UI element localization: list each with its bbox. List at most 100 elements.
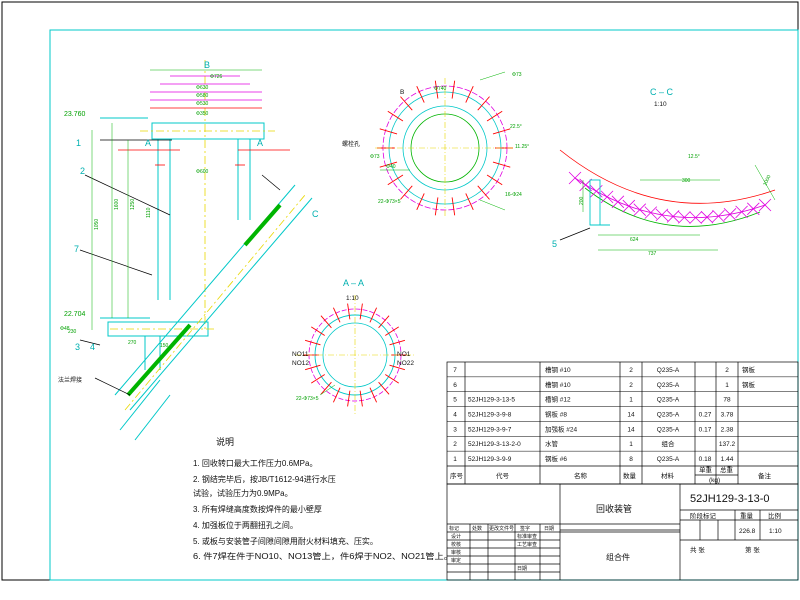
- note-3: 3. 所有焊缝高度数按焊件的最小壁厚: [193, 504, 322, 514]
- flange-bolt: [633, 203, 647, 216]
- bom-cell-no: 5: [453, 397, 457, 404]
- flange-bolt: [416, 85, 425, 103]
- note-5: 5. 或板与安装管子间隙间隙用耐火材料填充、压实。: [193, 536, 378, 546]
- bom-cell-no: 6: [453, 382, 457, 389]
- bom-h-name: 名称: [574, 471, 588, 480]
- bom-cell-qty: 8: [629, 456, 633, 463]
- flange-bolt: [347, 390, 351, 407]
- flange-bolt: [568, 171, 582, 185]
- bom-cell-qty: 14: [627, 426, 635, 433]
- bom-h-unit: 单重: [699, 465, 713, 474]
- flange-bolt: [359, 303, 363, 320]
- bom-cell-material: Q235-A: [657, 397, 680, 404]
- role-std: 标准审查: [517, 533, 537, 540]
- bom-cell-material: Q235-A: [657, 456, 680, 463]
- flange-bolt: [735, 205, 748, 219]
- flange-bolt: [359, 390, 363, 407]
- bom-cell-no: 7: [453, 367, 457, 374]
- bom-cell-unit: 0.27: [699, 412, 712, 419]
- note-4: 4. 加强板位于两翻扭孔之间。: [193, 520, 298, 530]
- label-scale: 比例: [768, 511, 781, 520]
- role-review: 审核: [451, 549, 461, 556]
- bom-cell-name: 槽钢 #12: [545, 395, 571, 404]
- flange-bolt: [689, 211, 702, 224]
- bom-cell-name: 水管: [545, 439, 559, 448]
- flange-bolt: [746, 202, 760, 216]
- bom-cell-code: 52JH129-3-9-9: [468, 456, 512, 463]
- bom-cell-name: 钢板 #8: [545, 410, 567, 419]
- note-6: 6. 件7焊在件于NO10、NO13管上，件6焊于NO2、NO21管上。: [193, 551, 453, 561]
- flange-bolt: [611, 195, 625, 209]
- flange-bolt: [369, 387, 378, 403]
- left-label-weld: 法兰焊接: [58, 376, 82, 384]
- bom-h-weight-unit: (kg): [709, 477, 720, 484]
- bom-cell-qty: 2: [629, 382, 633, 389]
- role-sign: 签字: [520, 525, 530, 532]
- flange-bolt: [332, 307, 341, 323]
- flange-bolt: [451, 80, 456, 99]
- bom-cell-name: 槽钢 #10: [545, 365, 571, 374]
- drawing-number: 52JH129-3-13-0: [690, 493, 770, 505]
- bom-cell-total: 2: [725, 367, 729, 374]
- bom-cell-no: 2: [453, 441, 457, 448]
- flange-bolt: [666, 210, 680, 223]
- callout-4: 4: [90, 342, 95, 352]
- bom-cell-total: 1: [725, 382, 729, 389]
- bom-cell-total: 78: [723, 397, 731, 404]
- bom-h-code: 代号: [496, 471, 510, 480]
- role-proc: 工艺审查: [517, 541, 537, 548]
- cc-dim-200: 200: [579, 196, 585, 205]
- dim-150: 150: [160, 343, 169, 349]
- role-count: 处数: [472, 525, 482, 532]
- dim-phi600: Φ600: [196, 169, 209, 175]
- b-label-16holes: 16-Φ24: [505, 192, 522, 198]
- section-mark-a-left: A: [145, 138, 151, 148]
- flange-bolt: [369, 307, 378, 323]
- callout-2: 2: [80, 166, 85, 176]
- flange-bolt: [622, 199, 636, 213]
- bom-cell-material: Q235-A: [657, 426, 680, 433]
- elevation-bottom: 22.704: [64, 311, 86, 318]
- bom-cell-no: 3: [453, 426, 457, 433]
- section-mark-b: B: [204, 60, 210, 70]
- aa-label-no12: NO12: [292, 360, 309, 367]
- flange-bolt: [465, 193, 474, 211]
- bom-cell-code: 52JH129-3-13-5: [468, 397, 515, 404]
- cc-dim-624: 624: [630, 237, 639, 243]
- bom-cell-no: 1: [453, 456, 457, 463]
- notes-title: 说明: [216, 436, 234, 447]
- inner-frame: [49, 29, 799, 581]
- flange-bolt: [492, 128, 511, 135]
- bom-cell-remark: 钢板: [742, 365, 756, 374]
- bom-cell-qty: 2: [629, 367, 633, 374]
- bom-cell-material: 组合: [662, 439, 676, 448]
- flange-bolt: [416, 193, 425, 211]
- note-2b: 试验，试验压力为0.9MPa。: [193, 488, 293, 498]
- flange-bolt: [332, 387, 341, 403]
- weight-value: 226.8: [739, 528, 756, 535]
- bom-h-total: 总重: [720, 465, 734, 474]
- flange-bolt: [387, 110, 404, 122]
- role-changeno: 更改文件号: [489, 525, 514, 532]
- flange-bolt: [400, 96, 413, 111]
- bom-cell-material: Q235-A: [657, 367, 680, 374]
- dim-1050: 1050: [94, 219, 100, 230]
- flange-bolt: [758, 198, 772, 212]
- flange-bolt: [723, 208, 737, 221]
- bom-cell-material: Q235-A: [657, 382, 680, 389]
- left-label-phi48: Φ48: [60, 326, 70, 332]
- bom-cell-remark: 钢板: [742, 380, 756, 389]
- flange-bolt: [379, 128, 398, 135]
- role-design: 设计: [451, 533, 461, 540]
- flange-bolt: [378, 315, 390, 329]
- bom-h-material: 材料: [661, 471, 675, 480]
- flange-bolt: [378, 381, 390, 395]
- cc-callout-5: 5: [552, 239, 557, 249]
- bom-cell-qty: 14: [627, 412, 635, 419]
- bom-cell-code: 52JH129-3-13-2-0: [468, 441, 521, 448]
- bom-h-remark: 备注: [758, 471, 772, 480]
- dim-1110: 1110: [146, 207, 152, 218]
- section-b-view: B Φ73 Φ740 22.5° 11.25° 22-Φ73×5 螺栓孔 16-…: [342, 71, 529, 218]
- bom-cell-no: 4: [453, 412, 457, 419]
- flange-bolt: [434, 197, 439, 216]
